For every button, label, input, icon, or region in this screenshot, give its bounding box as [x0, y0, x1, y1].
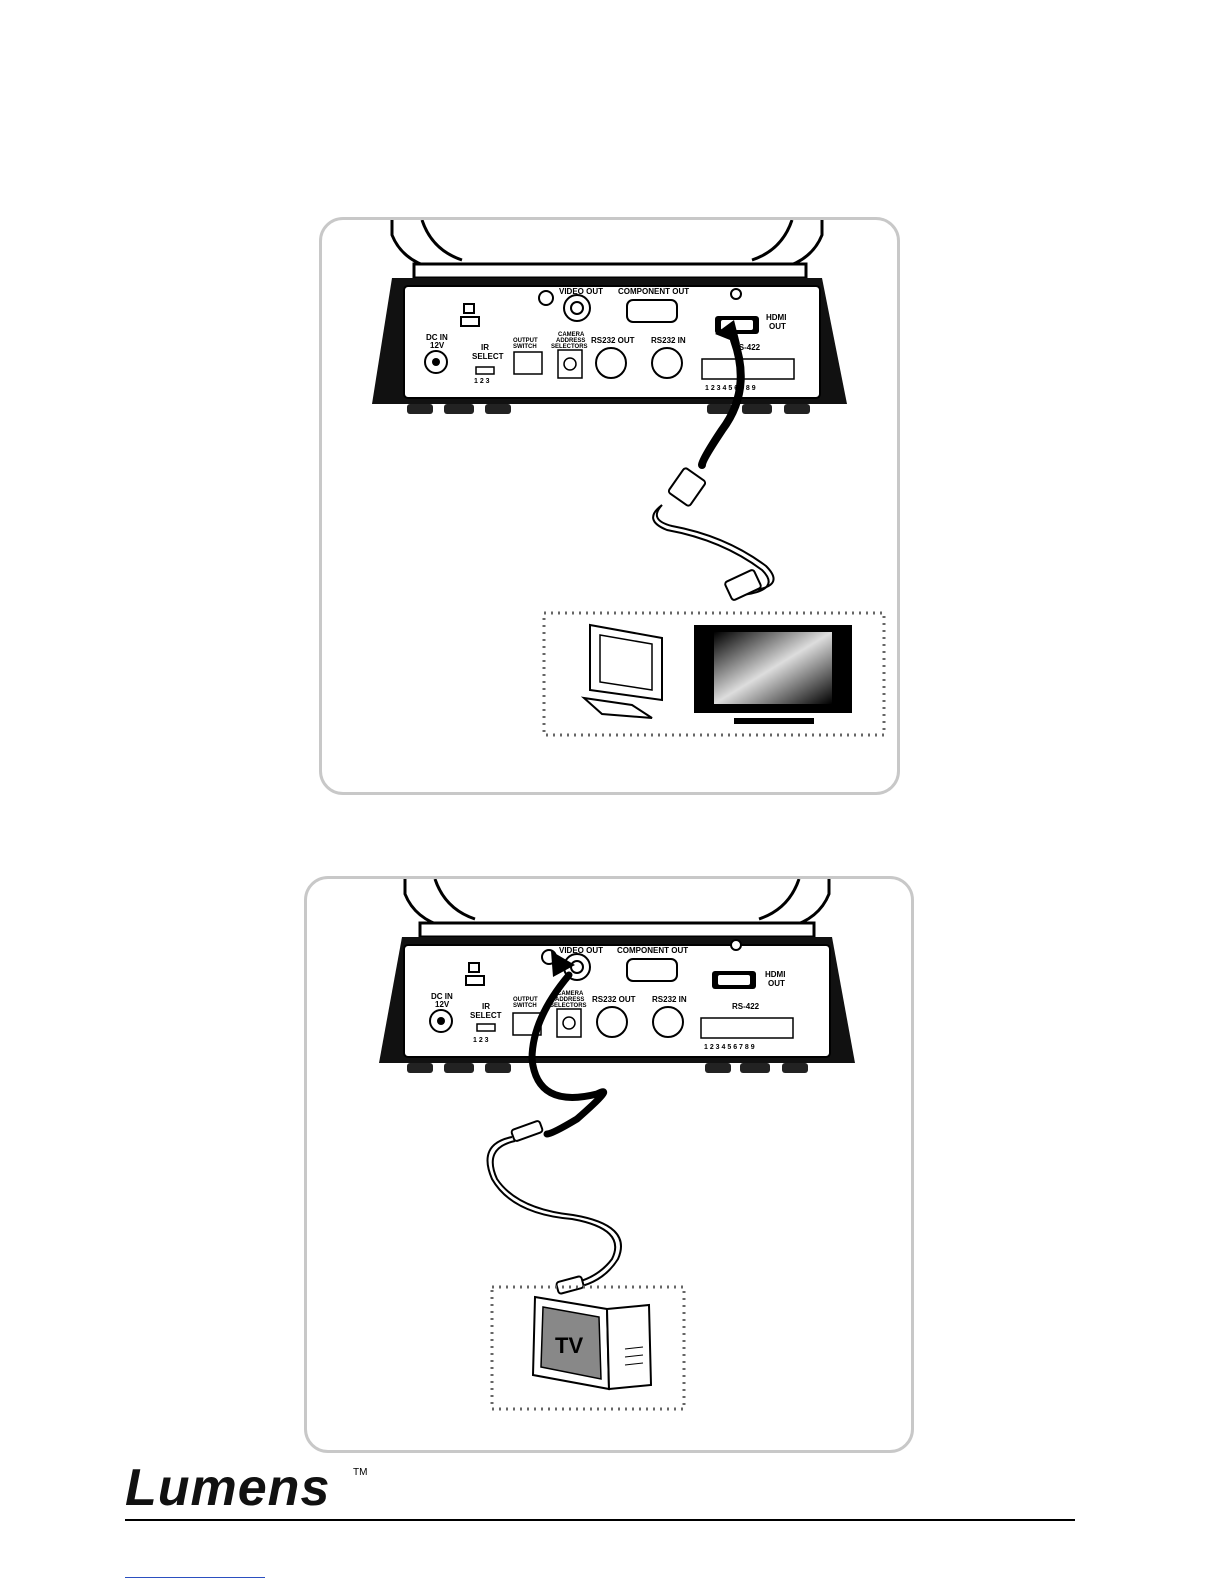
svg-text:OUT: OUT	[768, 979, 785, 988]
rs422-terminal	[702, 359, 794, 379]
hdmi-connection-diagram: VIDEO OUT COMPONENT OUT HDMI OUT DC IN 1…	[319, 217, 900, 795]
svg-text:12V: 12V	[430, 341, 445, 350]
rs232-out-label: RS232 OUT	[591, 336, 635, 345]
video-diagram-svg: VIDEO OUT COMPONENT OUT HDMI OUT DC IN 1…	[307, 879, 911, 1450]
monitor-icon	[584, 625, 662, 718]
component-out-label: COMPONENT OUT	[618, 287, 689, 296]
rs232-in-port	[653, 1007, 683, 1037]
component-out-port	[627, 959, 677, 981]
camera-head	[405, 879, 829, 937]
svg-text:SELECTORS: SELECTORS	[550, 1003, 587, 1009]
ir-select-switch	[476, 367, 494, 374]
ir-select-switch	[477, 1024, 495, 1031]
rs422-terminal	[701, 1018, 793, 1038]
rs232-in-label: RS232 IN	[651, 336, 686, 345]
lumens-logo: Lumens	[125, 1458, 330, 1518]
crt-tv-icon	[533, 1297, 651, 1389]
ir-select-label: IR	[481, 343, 489, 352]
svg-text:SELECT: SELECT	[472, 352, 504, 361]
hdmi-out-label: HDMI	[765, 970, 785, 979]
hdmi-out-label: HDMI	[766, 313, 786, 322]
output-switch	[514, 352, 542, 374]
rs232-out-port	[596, 348, 626, 378]
rs232-out-port	[597, 1007, 627, 1037]
flat-tv-icon	[694, 625, 852, 724]
footer-link-underline[interactable]	[125, 1577, 265, 1578]
footer-divider	[125, 1519, 1075, 1521]
camera-head	[392, 220, 822, 278]
component-out-port	[627, 300, 677, 322]
hdmi-diagram-svg: VIDEO OUT COMPONENT OUT HDMI OUT DC IN 1…	[322, 220, 897, 792]
rs232-in-label: RS232 IN	[652, 995, 687, 1004]
video-out-label: VIDEO OUT	[559, 946, 603, 955]
svg-text:SWITCH: SWITCH	[513, 1003, 537, 1009]
svg-text:1 2 3: 1 2 3	[473, 1037, 489, 1044]
svg-text:12V: 12V	[435, 1000, 450, 1009]
svg-text:1 2 3 4 5 6 7 8 9: 1 2 3 4 5 6 7 8 9	[704, 1044, 755, 1051]
ir-select-label: IR	[482, 1002, 490, 1011]
component-out-label: COMPONENT OUT	[617, 946, 688, 955]
svg-text:OUT: OUT	[769, 322, 786, 331]
tv-label: TV	[555, 1333, 583, 1358]
svg-text:SELECT: SELECT	[470, 1011, 502, 1020]
svg-text:SELECTORS: SELECTORS	[551, 344, 588, 350]
svg-text:1 2 3: 1 2 3	[474, 378, 490, 385]
rs232-in-port	[652, 348, 682, 378]
rs232-out-label: RS232 OUT	[592, 995, 636, 1004]
video-connection-diagram: VIDEO OUT COMPONENT OUT HDMI OUT DC IN 1…	[304, 876, 914, 1453]
svg-text:1 2 3 4 5 6 7 8 9: 1 2 3 4 5 6 7 8 9	[705, 385, 756, 392]
video-out-label: VIDEO OUT	[559, 287, 603, 296]
rs422-label: RS-422	[732, 1002, 760, 1011]
svg-text:SWITCH: SWITCH	[513, 344, 537, 350]
trademark-symbol: TM	[353, 1467, 367, 1478]
camera-rear-panel	[379, 937, 855, 1073]
